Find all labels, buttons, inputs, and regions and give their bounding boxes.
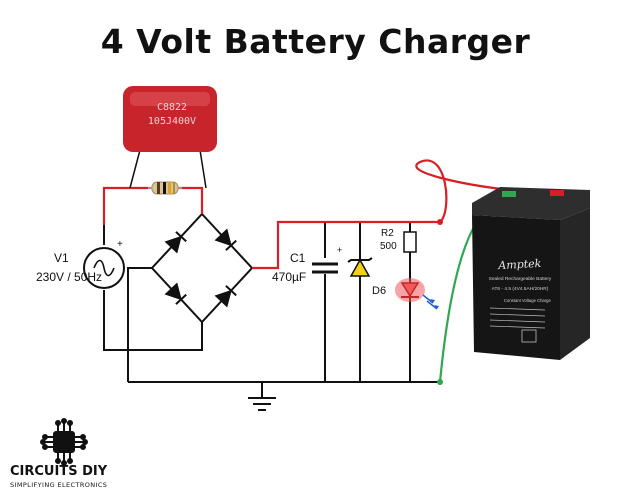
source-name: V1	[54, 251, 69, 265]
x-capacitor: C8822 105J400V	[123, 86, 217, 189]
led-d6: D6	[372, 278, 439, 310]
battery-subtitle: Sealed Rechargeable Battery	[489, 276, 552, 282]
wire-resistor-to-bridge	[178, 186, 204, 214]
source-rating: 230V / 50Hz	[36, 270, 102, 284]
battery: Amptek Sealed Rechargeable Battery AT6 -…	[472, 187, 590, 360]
wire-source-plus	[102, 186, 150, 225]
logo-name: CIRCUITS DIY	[10, 464, 108, 479]
ac-source: + V1 230V / 50Hz	[36, 239, 125, 289]
resistor-r2: R2 500	[380, 228, 417, 253]
wire-bridge-bottom-to-left	[103, 290, 203, 351]
wire-bridge-output	[252, 220, 440, 270]
junction-dot	[437, 379, 443, 385]
junction-dot	[437, 219, 443, 225]
x-capacitor-label-2: 105J400V	[148, 116, 196, 127]
filter-cap-name: C1	[290, 251, 306, 265]
wire-bridge-left-ground	[127, 267, 152, 382]
ground-symbol	[248, 397, 276, 411]
logo-tagline: SIMPLIFYING ELECTRONICS	[10, 481, 108, 489]
filter-capacitor: + C1 470µF	[272, 245, 342, 284]
series-resistor	[148, 181, 182, 195]
resistor-value: 500	[380, 241, 397, 252]
filter-cap-value: 470µF	[272, 270, 306, 284]
battery-model: AT6 - 4.5 (4V4.5AH/20HR)	[492, 286, 549, 292]
bridge-diodes	[164, 228, 237, 308]
source-polarity: +	[117, 239, 123, 250]
zener-diode	[347, 257, 373, 277]
led-name: D6	[372, 285, 386, 297]
filter-cap-polarity: +	[337, 245, 342, 255]
resistor-name: R2	[381, 228, 394, 239]
red-wires	[102, 159, 556, 270]
page-title: 4 Volt Battery Charger	[100, 22, 531, 61]
battery-info: Constant Voltage Charge	[504, 298, 551, 303]
battery-brand: Amptek	[497, 257, 542, 272]
circuits-diy-logo-icon	[40, 418, 88, 466]
bridge-diamond	[150, 212, 254, 324]
x-capacitor-label-1: C8822	[157, 102, 187, 113]
